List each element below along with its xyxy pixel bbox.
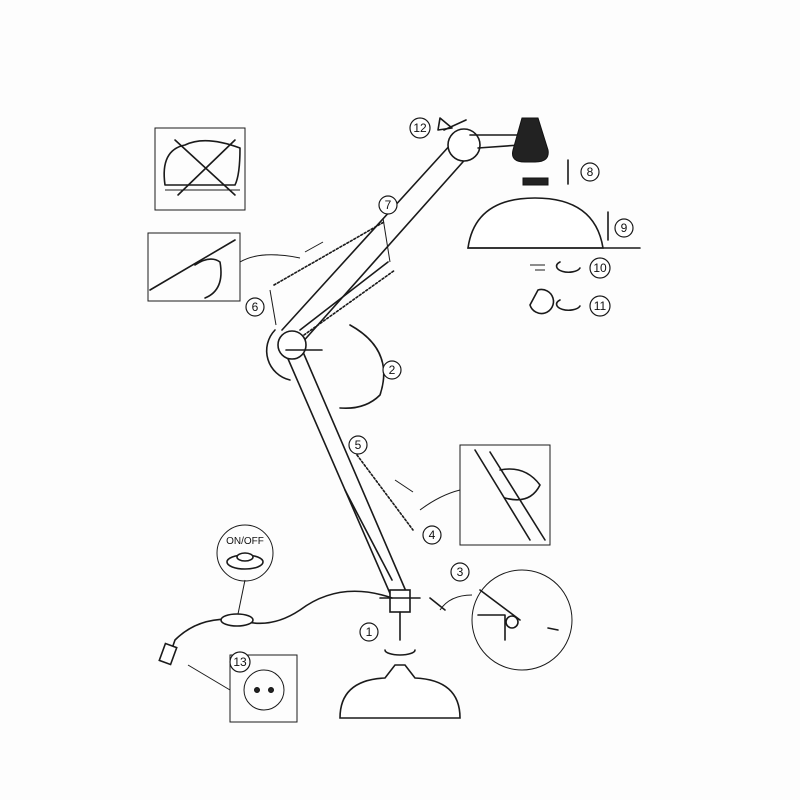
- step-11: 11: [589, 295, 611, 317]
- socket-inset: [229, 654, 298, 723]
- svg-text:6: 6: [252, 300, 259, 314]
- svg-text:12: 12: [413, 121, 427, 135]
- svg-text:2: 2: [389, 363, 396, 377]
- step-1: 1: [359, 622, 379, 642]
- springs: [269, 217, 414, 531]
- step-12: 12: [409, 117, 431, 139]
- step-9: 9: [614, 218, 634, 238]
- step-3: 3: [450, 562, 470, 582]
- step-2: 2: [382, 360, 402, 380]
- lampshade: [467, 159, 641, 315]
- inset-warning: [154, 127, 246, 211]
- step-5: 5: [348, 435, 368, 455]
- lamp-base: [339, 589, 461, 719]
- svg-text:3: 3: [457, 565, 464, 579]
- upper-arm: [281, 131, 479, 346]
- power-cable: [158, 579, 393, 691]
- svg-text:9: 9: [621, 221, 628, 235]
- elbow-joint: [265, 329, 323, 381]
- inset-base-joint: [439, 569, 573, 671]
- head-joint: [437, 117, 549, 163]
- svg-text:8: 8: [587, 165, 594, 179]
- step-6: 6: [245, 297, 265, 317]
- svg-text:1: 1: [366, 625, 373, 639]
- step-8: 8: [580, 162, 600, 182]
- lower-arm: [281, 344, 409, 599]
- step-10: 10: [589, 257, 611, 279]
- svg-text:4: 4: [429, 528, 436, 542]
- switch-inset: [216, 524, 274, 582]
- step-7: 7: [378, 195, 398, 215]
- svg-text:10: 10: [593, 261, 607, 275]
- svg-text:7: 7: [385, 198, 392, 212]
- rotate-arrow: [339, 324, 385, 410]
- switch-label: ON/OFF: [226, 536, 264, 547]
- inset-upper-spring: [147, 232, 301, 302]
- step-4: 4: [422, 525, 442, 545]
- step-13: 13: [229, 651, 251, 673]
- svg-text:13: 13: [233, 655, 247, 669]
- svg-text:11: 11: [594, 299, 607, 313]
- svg-text:5: 5: [355, 438, 362, 452]
- inset-lower-spring: [419, 444, 551, 546]
